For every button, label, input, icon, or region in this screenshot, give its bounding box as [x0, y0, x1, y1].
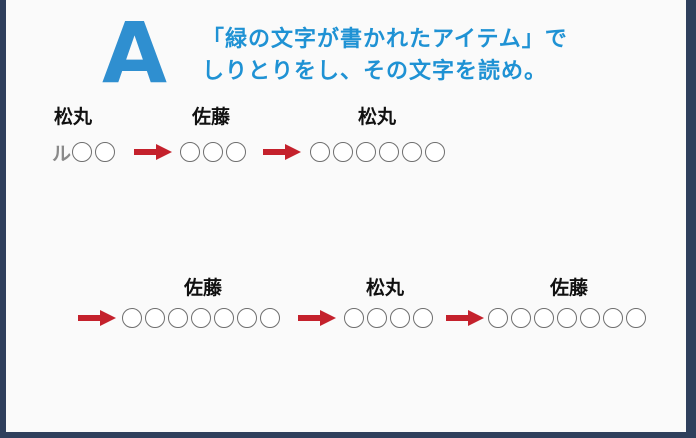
answer-circle	[226, 142, 246, 162]
arrow-right-icon	[263, 144, 301, 160]
answer-circle	[145, 308, 165, 328]
answer-circle	[310, 142, 330, 162]
answer-circle	[191, 308, 211, 328]
answer-circle	[603, 308, 623, 328]
arrow-right-icon	[134, 144, 172, 160]
instruction-line-2: しりとりをし、その文字を読め。	[202, 59, 548, 84]
answer-circle	[413, 308, 433, 328]
answer-circles	[344, 308, 436, 328]
start-character: ル	[52, 142, 72, 165]
row1-chain-3	[310, 139, 448, 165]
answer-circle	[379, 142, 399, 162]
answer-circles	[122, 308, 283, 328]
answer-circles	[488, 308, 649, 328]
answer-circle	[390, 308, 410, 328]
answer-circles	[72, 142, 118, 162]
answer-circle	[122, 308, 142, 328]
answer-circle	[534, 308, 554, 328]
answer-circle	[356, 142, 376, 162]
answer-circle	[367, 308, 387, 328]
answer-circle	[425, 142, 445, 162]
arrow-right-icon	[446, 310, 484, 326]
answer-circle	[488, 308, 508, 328]
answer-circle	[260, 308, 280, 328]
row1-name-2: 佐藤	[192, 106, 231, 128]
instruction-line-1: 「緑の文字が書かれたアイテム」で	[202, 27, 568, 52]
answer-circle	[168, 308, 188, 328]
row1-name-1: 松丸	[54, 106, 93, 128]
instruction-text: 「緑の文字が書かれたアイテム」で しりとりをし、その文字を読め。	[202, 24, 568, 88]
row2-chain-1	[122, 305, 283, 331]
answer-circle	[402, 142, 422, 162]
row1-chain-2	[180, 139, 249, 165]
row2-name-3: 佐藤	[550, 277, 589, 299]
answer-circle	[95, 142, 116, 162]
puzzle-letter: A	[102, 4, 168, 102]
answer-circle	[72, 142, 93, 162]
arrow-right-icon	[78, 310, 116, 326]
answer-circles	[310, 142, 448, 162]
answer-circle	[344, 308, 364, 328]
answer-circle	[511, 308, 531, 328]
row2-chain-3	[488, 305, 649, 331]
row1-chain-1: ル	[52, 139, 118, 165]
row2-chain-2	[344, 305, 436, 331]
puzzle-panel: A 「緑の文字が書かれたアイテム」で しりとりをし、その文字を読め。 松丸 佐藤…	[6, 0, 686, 432]
answer-circle	[203, 142, 223, 162]
row2-name-2: 松丸	[366, 277, 405, 299]
answer-circle	[237, 308, 257, 328]
answer-circle	[333, 142, 353, 162]
row2-name-1: 佐藤	[184, 277, 223, 299]
answer-circle	[580, 308, 600, 328]
row1-name-3: 松丸	[358, 106, 397, 128]
answer-circle	[557, 308, 577, 328]
arrow-right-icon	[298, 310, 336, 326]
answer-circles	[180, 142, 249, 162]
answer-circle	[180, 142, 200, 162]
answer-circle	[626, 308, 646, 328]
answer-circle	[214, 308, 234, 328]
